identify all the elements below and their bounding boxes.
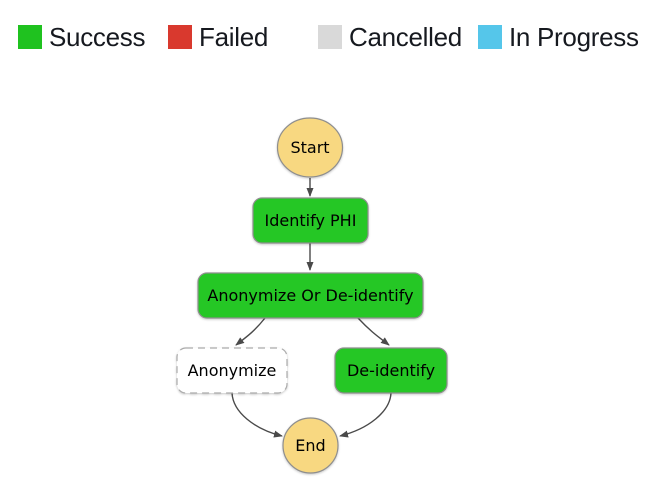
identify-phi-node-shape[interactable] — [252, 197, 369, 244]
edge-anonymize-end — [231, 392, 283, 438]
anonymize-or-de-identify-node-shape[interactable] — [197, 272, 424, 319]
status-legend: Success Failed Cancelled In Progress — [0, 0, 664, 72]
legend-label-in-progress: In Progress — [509, 21, 639, 52]
legend-item-failed: Failed — [168, 21, 269, 52]
legend-item-in-progress: In Progress — [478, 21, 639, 52]
workflow-graph: Start Identify PHI Anonymize Or De-ident… — [176, 117, 448, 474]
legend-label-failed: Failed — [199, 21, 269, 52]
in-progress-swatch — [478, 24, 502, 49]
node-identify-phi[interactable]: Identify PHI — [252, 197, 369, 244]
node-end[interactable]: End — [282, 417, 339, 474]
de-identify-node-shape[interactable] — [334, 347, 448, 394]
node-anonymize-or-de-identify[interactable]: Anonymize Or De-identify — [197, 272, 424, 319]
anonymize-node-label: Anonymize — [188, 361, 277, 380]
legend-item-cancelled: Cancelled — [318, 21, 462, 52]
anonymize-node-shape[interactable] — [176, 347, 288, 394]
node-start[interactable]: Start — [276, 117, 344, 178]
edge-anonymize-or-de-identify-anonymize — [235, 317, 266, 346]
node-de-identify[interactable]: De-identify — [334, 347, 448, 394]
legend-label-cancelled: Cancelled — [349, 21, 462, 52]
failed-swatch — [168, 24, 192, 49]
anonymize-or-de-identify-node-label: Anonymize Or De-identify — [207, 286, 413, 305]
end-node-label: End — [295, 436, 325, 455]
success-swatch — [18, 24, 42, 49]
end-node-shape[interactable] — [282, 417, 339, 474]
start-node-shape[interactable] — [276, 117, 344, 178]
legend-item-success: Success — [18, 21, 146, 52]
edge-de-identify-end — [339, 392, 392, 438]
identify-phi-node-label: Identify PHI — [265, 211, 357, 230]
edge-anonymize-or-de-identify-de-identify — [357, 317, 390, 346]
edges — [231, 178, 392, 438]
legend-label-success: Success — [49, 21, 146, 52]
de-identify-node-label: De-identify — [347, 361, 435, 380]
cancelled-swatch — [318, 24, 342, 49]
start-node-label: Start — [290, 138, 329, 157]
node-anonymize[interactable]: Anonymize — [176, 347, 288, 394]
